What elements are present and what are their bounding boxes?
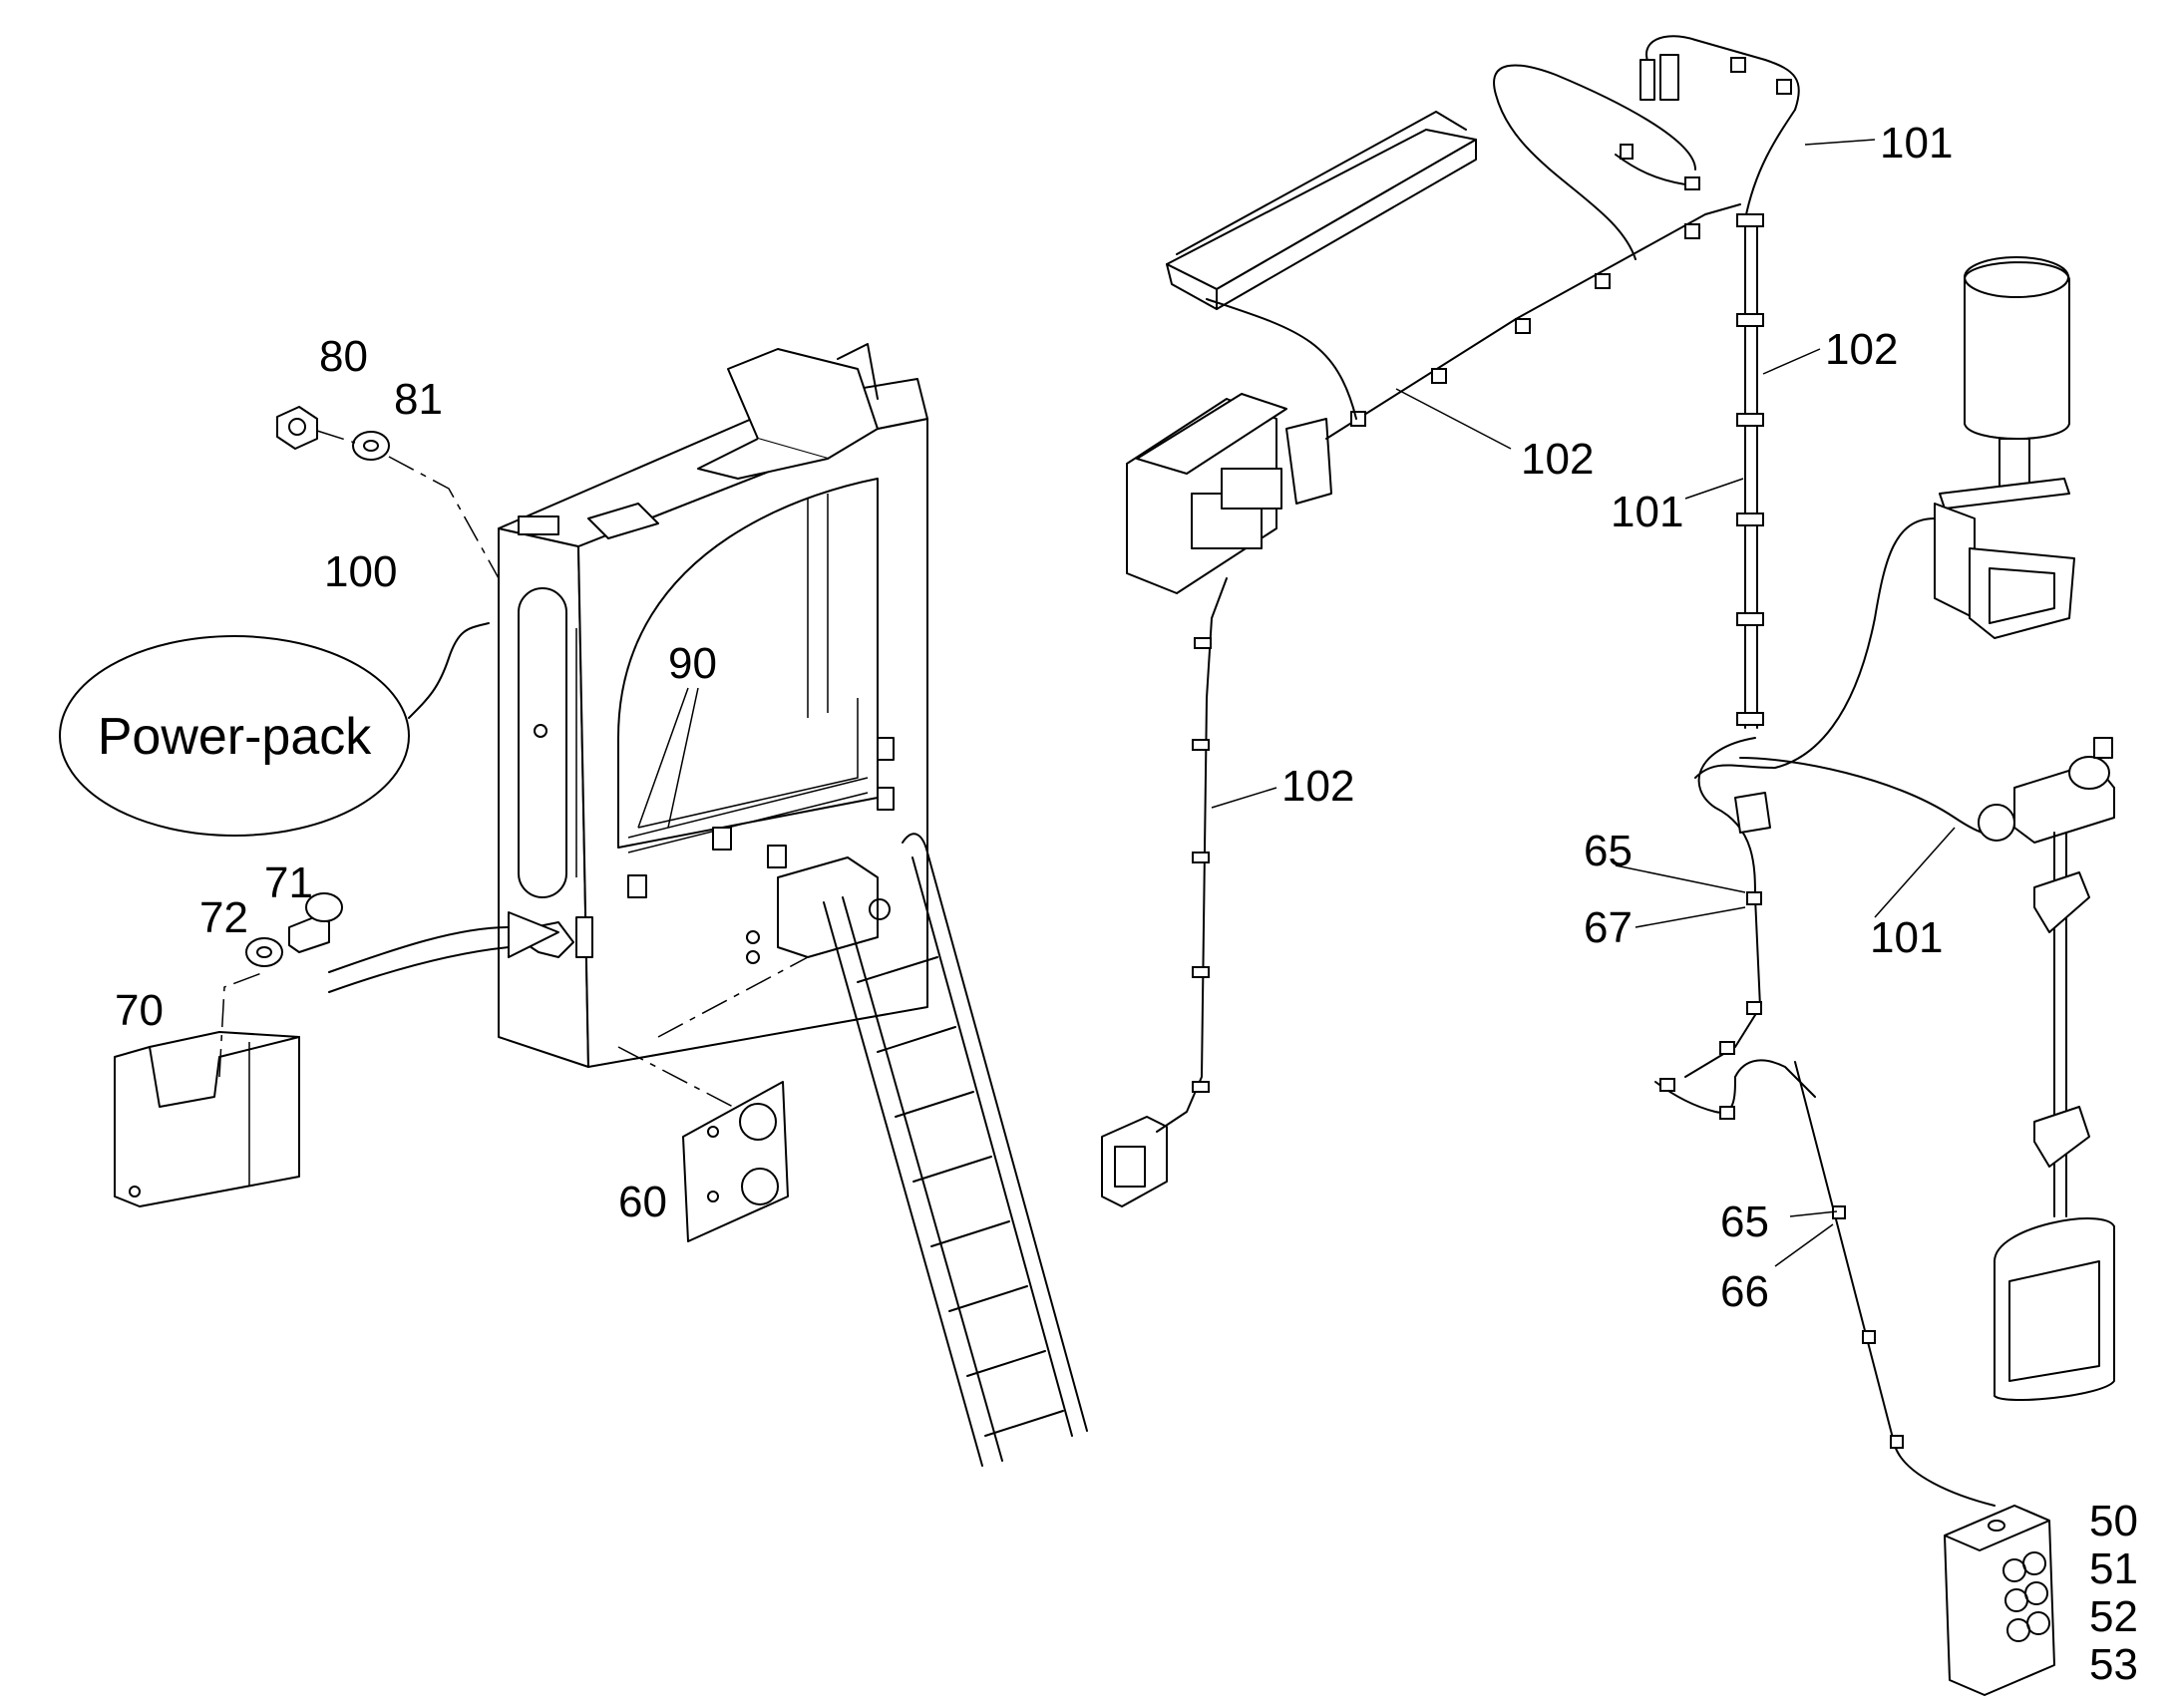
cable-102-diagonal xyxy=(1206,64,1741,440)
callout-53: 53 xyxy=(2089,1640,2138,1689)
callout-71: 71 xyxy=(264,858,313,907)
ladder-rungs xyxy=(857,956,1064,1437)
callout-80: 80 xyxy=(319,332,368,381)
callout-66: 66 xyxy=(1720,1267,1769,1316)
callout-101-mid: 101 xyxy=(1611,488,1683,536)
callout-67: 67 xyxy=(1584,903,1633,952)
callout-labels: 80 81 100 90 71 72 70 60 101 102 102 101… xyxy=(115,119,2138,1689)
plate-60 xyxy=(682,1081,789,1242)
callout-65-b: 65 xyxy=(1720,1197,1769,1246)
pull-cord-handle xyxy=(1994,832,2115,1401)
callout-60: 60 xyxy=(618,1178,667,1226)
connector-plug xyxy=(1101,1116,1168,1207)
callout-101-top: 101 xyxy=(1880,119,1953,168)
junction-box xyxy=(1126,393,1332,594)
leader-lines xyxy=(637,139,1956,1267)
callout-81: 81 xyxy=(394,375,443,424)
bracket-70 xyxy=(114,1031,300,1207)
cable-101-102-vertical xyxy=(1736,213,1764,729)
cable-102-vertical xyxy=(1156,577,1228,1133)
ladder xyxy=(823,833,1088,1467)
callout-70: 70 xyxy=(115,986,164,1035)
callout-65-a: 65 xyxy=(1584,827,1633,875)
horn xyxy=(1934,478,2075,639)
light-bar xyxy=(1166,111,1477,310)
callout-50: 50 xyxy=(2089,1497,2138,1545)
cable-101-top xyxy=(1615,35,1800,220)
washer-81 xyxy=(352,431,390,461)
bolt-71 xyxy=(288,892,343,953)
main-frame-cabinet xyxy=(498,343,928,1068)
callout-102-b: 102 xyxy=(1521,435,1594,484)
power-pack-label: Power-pack xyxy=(98,708,373,766)
callout-52: 52 xyxy=(2089,1592,2138,1641)
pendant-control xyxy=(1944,1505,2055,1696)
callout-90: 90 xyxy=(668,639,717,688)
power-pack-callout: Power-pack xyxy=(59,622,490,837)
callout-102-a: 102 xyxy=(1825,325,1898,374)
callout-102-c: 102 xyxy=(1281,762,1354,811)
washer-72 xyxy=(245,937,283,967)
cable-pendant xyxy=(1794,1061,1996,1507)
callout-100: 100 xyxy=(324,547,397,596)
cable-lower-harness xyxy=(1654,737,2005,1120)
nut-80 xyxy=(276,406,318,450)
callout-72: 72 xyxy=(199,893,248,942)
beacon-cylinder xyxy=(1964,256,2070,495)
valve-assembly xyxy=(1978,737,2115,844)
callout-101-bot: 101 xyxy=(1870,913,1943,962)
callout-51: 51 xyxy=(2089,1544,2138,1593)
